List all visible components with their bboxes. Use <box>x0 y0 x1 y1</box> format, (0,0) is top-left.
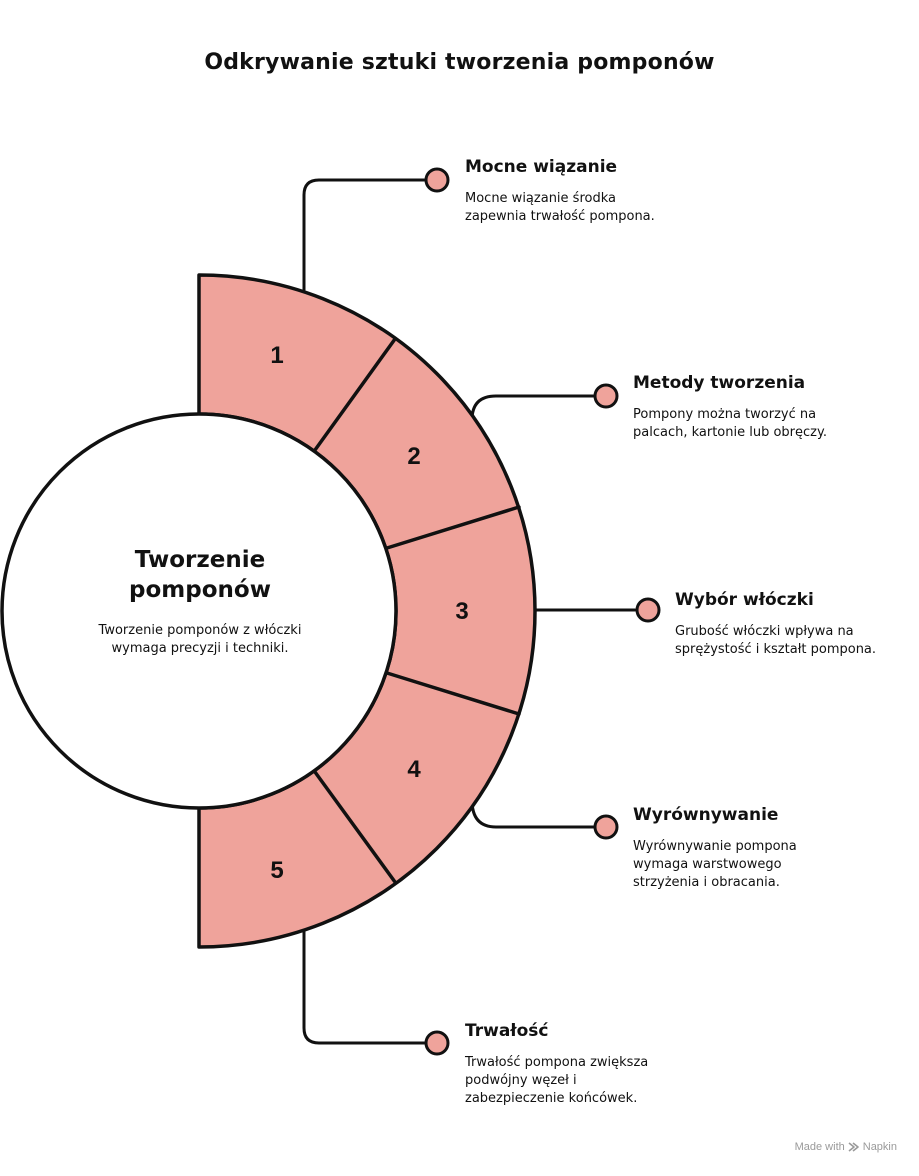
item-title: Wybór włóczki <box>675 590 814 610</box>
item-description: Trwałość pompona zwiększa podwójny węzeł… <box>465 1055 649 1106</box>
item-title: Metody tworzenia <box>633 373 806 393</box>
divider-1-2 <box>313 337 397 452</box>
item-description: Mocne wiązanie środka zapewnia trwałość … <box>465 191 655 224</box>
connector-4 <box>470 798 596 829</box>
napkin-brand-label: Napkin <box>862 1141 897 1153</box>
segment-number-5: 5 <box>270 857 284 884</box>
item-wyrownywanie: Wyrównywanie Wyrównywanie pompona wymaga… <box>633 804 833 892</box>
divider-4-5 <box>313 770 397 884</box>
segment-ring <box>197 273 537 949</box>
divider-3-4 <box>385 671 521 716</box>
segment-dividers <box>313 337 521 884</box>
center-title: Tworzenie pomponów <box>129 547 271 603</box>
dot-2 <box>593 383 619 409</box>
segment-number-2: 2 <box>407 443 421 470</box>
made-with-label: Made with <box>794 1141 845 1153</box>
segment-number-1: 1 <box>270 342 284 369</box>
center-circle <box>0 412 398 810</box>
dot-5 <box>424 1030 450 1056</box>
dot-1 <box>424 167 450 193</box>
item-title: Trwałość <box>465 1021 549 1041</box>
item-description: Grubość włóczki wpływa na sprężystość i … <box>675 624 877 657</box>
dot-4 <box>593 814 619 840</box>
item-title: Wyrównywanie <box>633 805 779 825</box>
dot-3 <box>635 597 661 623</box>
item-description: Wyrównywanie pompona wymaga warstwowego … <box>633 839 797 890</box>
connector-2 <box>470 394 596 422</box>
segment-number-4: 4 <box>407 756 421 783</box>
page-title: Odkrywanie sztuki tworzenia pomponów <box>204 50 715 75</box>
item-mocne-wiazanie: Mocne wiązanie Mocne wiązanie środka zap… <box>465 156 665 226</box>
item-description: Pompony można tworzyć na palcach, karton… <box>633 407 827 440</box>
connector-1 <box>302 178 427 292</box>
item-metody-tworzenia: Metody tworzenia Pompony można tworzyć n… <box>633 372 833 442</box>
segment-number-3: 3 <box>455 598 469 625</box>
item-trwalosc: Trwałość Trwałość pompona zwiększa podwó… <box>465 1020 665 1108</box>
item-title: Mocne wiązanie <box>465 157 618 177</box>
item-wybor-wloczki: Wybór włóczki Grubość włóczki wpływa na … <box>675 589 880 659</box>
center-description: Tworzenie pomponów z włóczki wymaga prec… <box>98 623 302 656</box>
napkin-logo-icon <box>848 1142 859 1152</box>
connector-dots <box>424 167 661 1056</box>
divider-2-3 <box>385 505 521 550</box>
connector-5 <box>302 928 427 1045</box>
made-with-napkin-badge[interactable]: Made with Napkin <box>795 1141 897 1153</box>
